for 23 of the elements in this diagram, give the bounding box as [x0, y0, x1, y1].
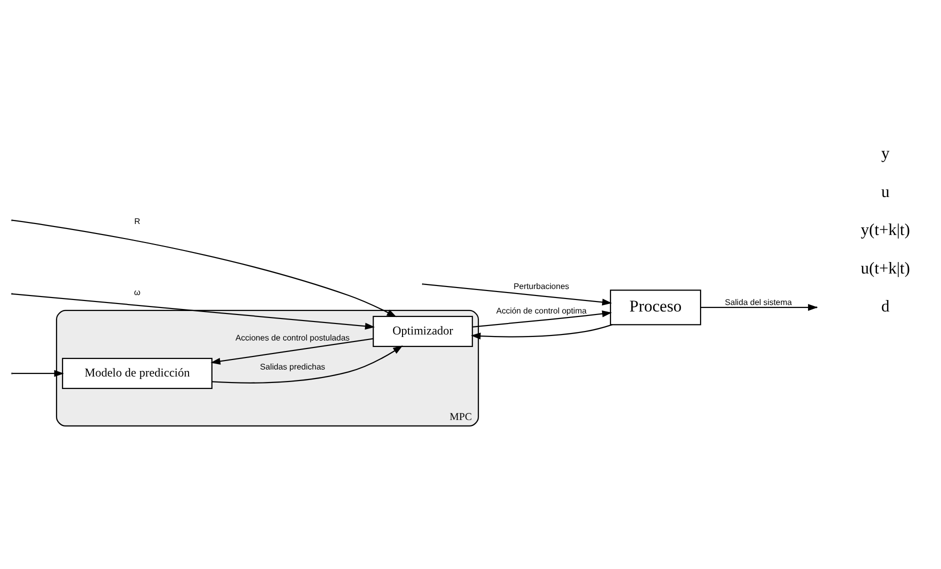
label: y(t+k|t) — [860, 220, 910, 240]
edge-label: Acciones de control postuladas — [236, 333, 350, 342]
arrow — [12, 370, 64, 377]
arrow — [210, 338, 374, 365]
node-box: Proceso — [610, 290, 702, 326]
node-box: Optimizador — [372, 316, 473, 347]
edge-label: R — [134, 216, 140, 226]
arrow — [472, 310, 612, 328]
label: u — [881, 182, 890, 201]
arrow — [212, 346, 403, 384]
arrow — [12, 220, 397, 318]
edge-label: ω — [134, 288, 140, 298]
arrow — [12, 293, 375, 330]
node-box: Modelo de predicción — [62, 358, 212, 390]
label: d — [881, 296, 890, 316]
edge-label: Salidas predichas — [260, 362, 326, 372]
label: y — [881, 143, 890, 162]
edge-label: Acción de control optima — [496, 306, 587, 316]
edge-label: Salida del sistema — [724, 298, 792, 307]
arrow — [424, 284, 612, 306]
arrow — [470, 324, 612, 340]
label: u(t+k|t) — [860, 258, 910, 278]
edge-label: Perturbaciones — [514, 282, 570, 292]
